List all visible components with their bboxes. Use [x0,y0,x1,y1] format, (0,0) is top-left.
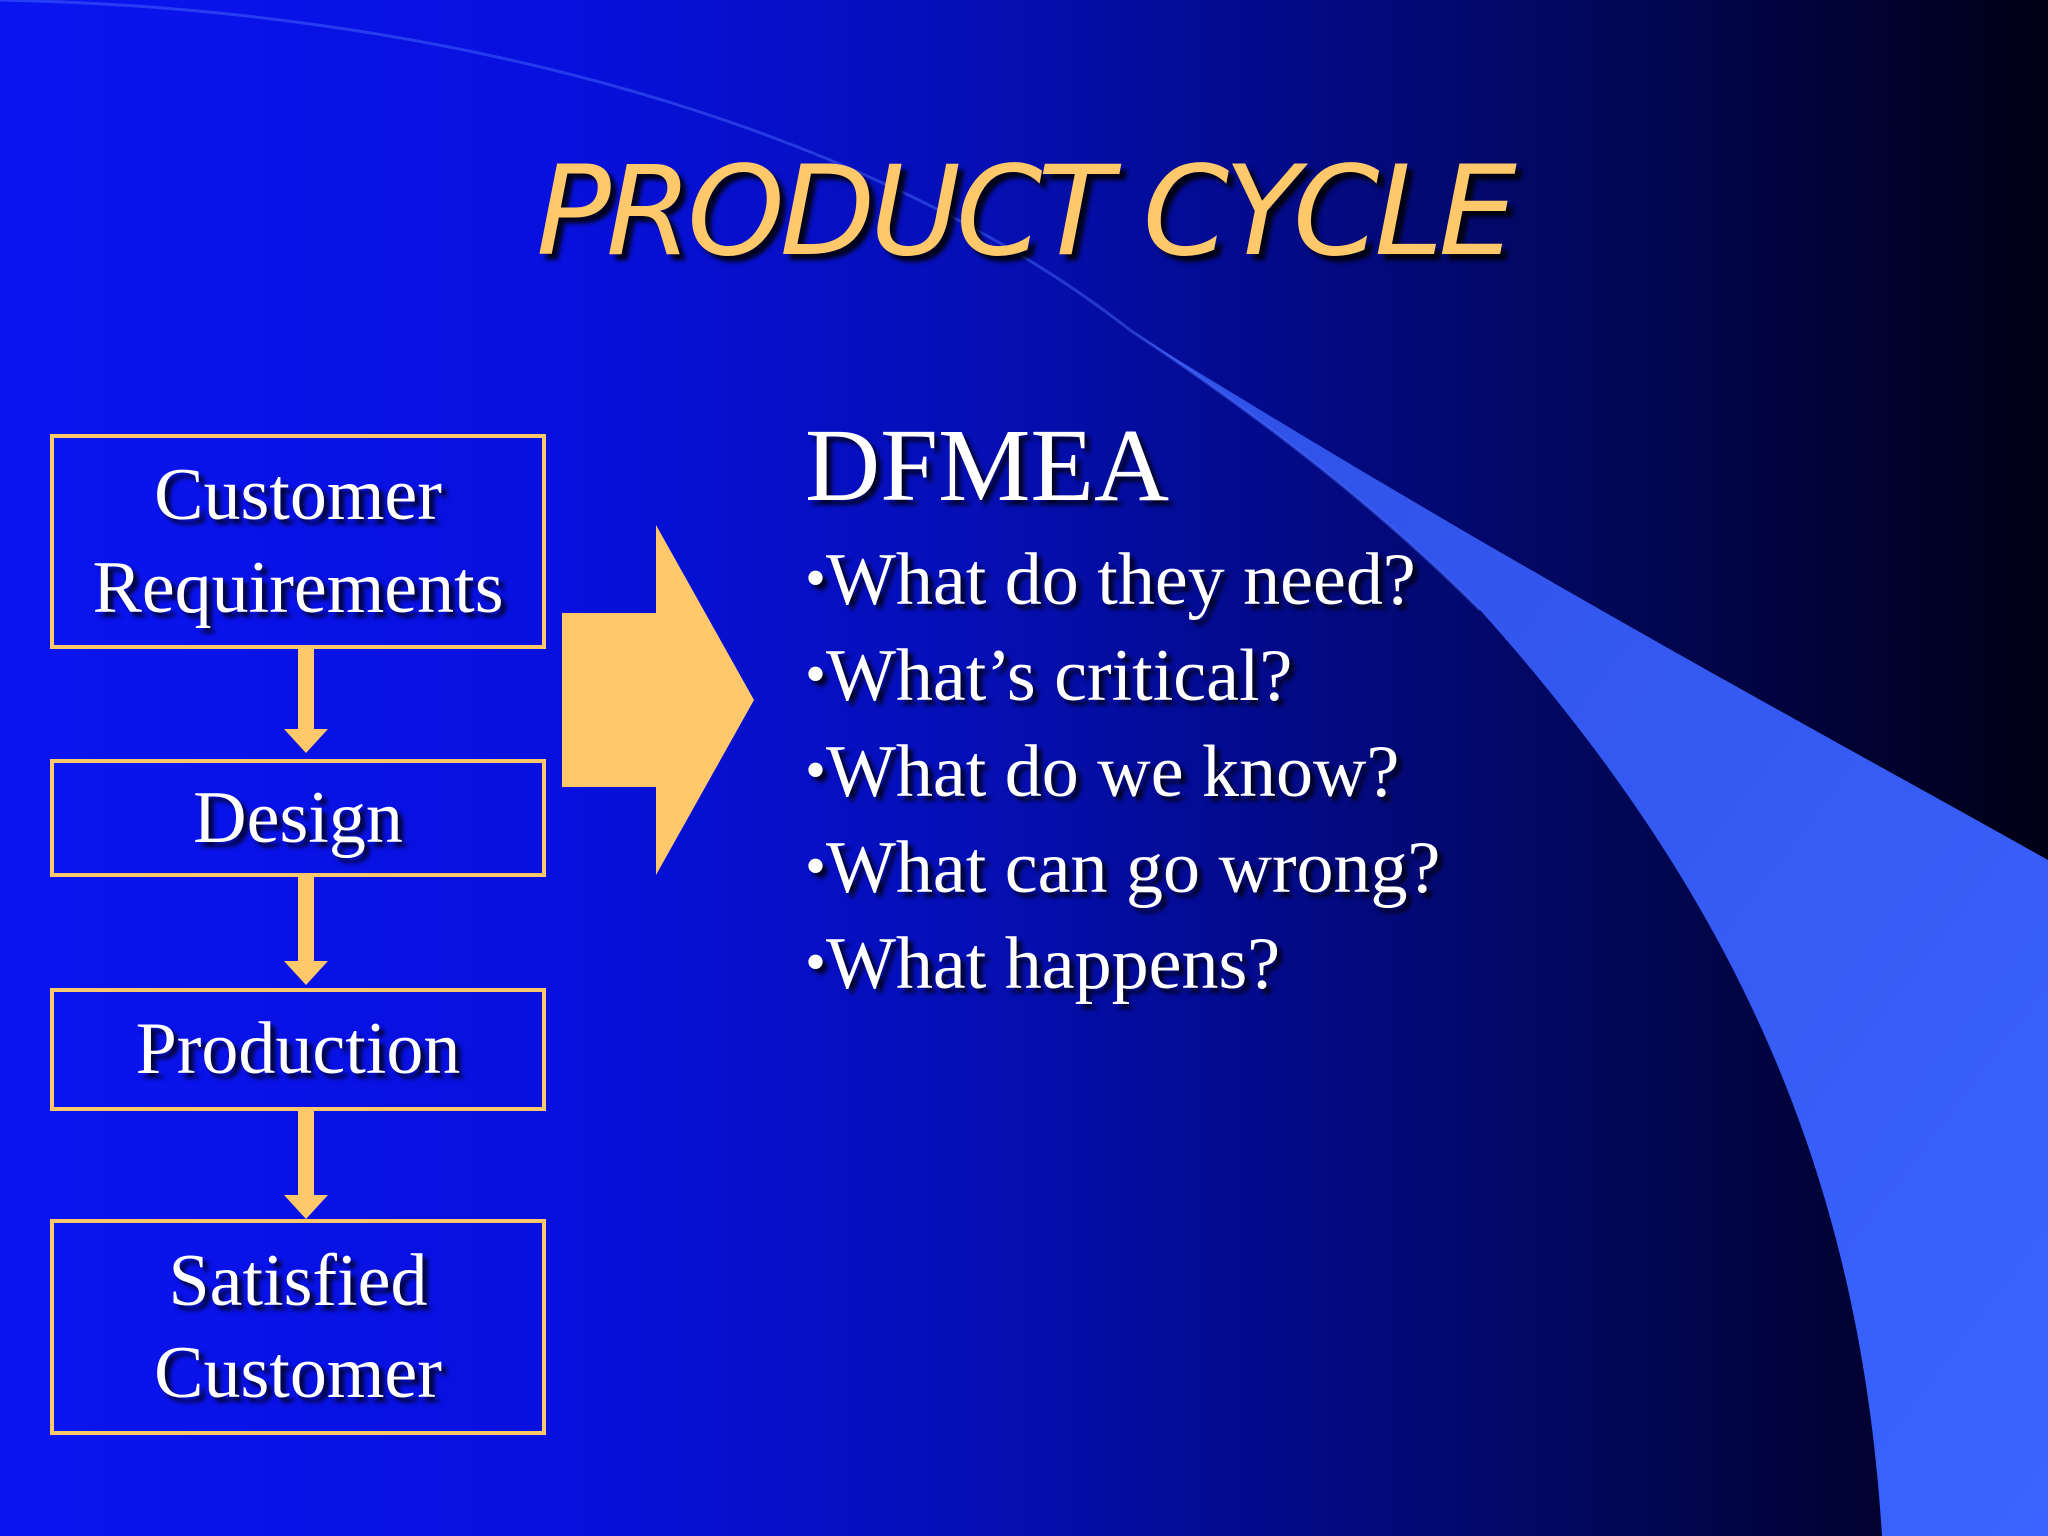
flow-box-line: Requirements [92,546,504,629]
bullet-icon: • [805,545,827,611]
down-arrow-icon [284,649,328,753]
list-item: •What happens? [805,923,1281,1005]
flow-box-production: Production [50,988,546,1111]
flow-box-satisfied-customer: Satisfied Customer [50,1219,546,1435]
swoosh-band [1130,330,2048,1536]
list-item: •What can go wrong? [805,827,1441,909]
flow-box-line: Customer [154,1332,442,1414]
bullet-icon: • [805,641,827,707]
flow-box-design: Design [50,759,546,877]
right-arrow-icon [562,525,754,875]
flow-box-line: Design [193,776,403,859]
down-arrow-icon [284,1111,328,1219]
list-item: •What do we know? [805,731,1400,813]
slide-title: PRODUCT CYCLE [536,140,1517,284]
bullet-icon: • [805,737,827,803]
flow-box-line: Satisfied [168,1239,428,1322]
flow-box-customer-requirements: Customer Requirements [50,434,546,649]
bullet-icon: • [805,833,827,899]
list-item: •What do they need? [805,539,1416,621]
bullet-icon: • [805,929,827,995]
dfmea-question-list: •What do they need? •What’s critical? •W… [805,532,1440,1012]
list-item: •What’s critical? [805,635,1293,717]
flow-box-line: Customer [154,454,442,536]
swoosh-highlight [0,0,1482,612]
down-arrow-icon [284,877,328,985]
dfmea-heading: DFMEA [805,408,1170,523]
flow-box-line: Production [135,1008,461,1091]
